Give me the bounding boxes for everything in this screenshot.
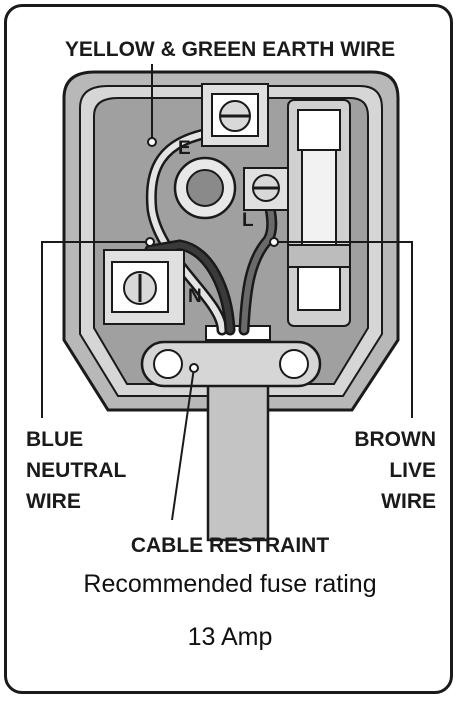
fuse-rating-caption: Recommended fuse rating bbox=[83, 570, 376, 598]
cable-restraint bbox=[140, 340, 322, 388]
live-terminal-letter: L bbox=[242, 210, 254, 231]
live-terminal bbox=[243, 167, 293, 211]
cable-sheath-top bbox=[205, 325, 271, 341]
cable-restraint-label: CABLE RESTRAINT bbox=[131, 534, 330, 557]
earth-pin-socket bbox=[173, 156, 237, 220]
neutral-wire-label-line3: WIRE bbox=[26, 490, 81, 513]
fuse bbox=[287, 99, 351, 327]
earth-terminal bbox=[201, 83, 269, 147]
neutral-wire-label-line1: BLUE bbox=[26, 428, 83, 451]
earth-terminal-letter: E bbox=[178, 138, 191, 159]
neutral-terminal bbox=[103, 249, 185, 325]
fuse-rating-value: 13 Amp bbox=[188, 623, 273, 651]
live-wire-label-line2: LIVE bbox=[389, 459, 436, 482]
neutral-wire-label-line2: NEUTRAL bbox=[26, 459, 126, 482]
earth-wire-label: YELLOW & GREEN EARTH WIRE bbox=[65, 38, 395, 61]
leader-lines bbox=[41, 64, 413, 521]
live-wire-label-line3: WIRE bbox=[381, 490, 436, 513]
neutral-terminal-letter: N bbox=[188, 286, 202, 307]
live-wire-label-line1: BROWN bbox=[354, 428, 436, 451]
